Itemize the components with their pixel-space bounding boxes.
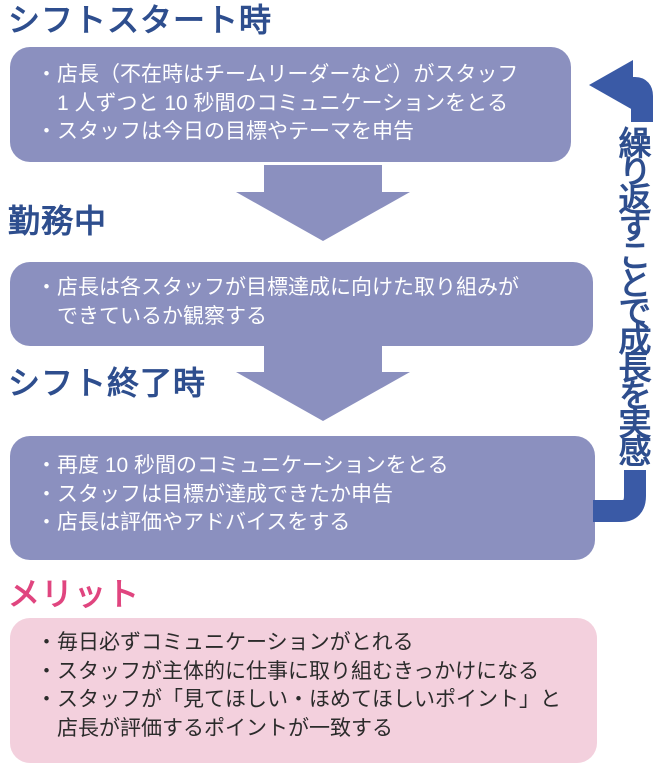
- down-arrow-icon: [236, 165, 410, 241]
- down-arrow-icon: [236, 345, 410, 421]
- bullet-line: ・再度 10 秒間のコミュニケーションをとる: [36, 454, 449, 477]
- shift-start-box: ・店長（不在時はチームリーダーなど）がスタッフ 1 人ずつと 10 秒間のコミュ…: [10, 47, 571, 162]
- heading-shift-end: シフト終了時: [8, 365, 207, 401]
- heading-shift-start: シフトスタート時: [8, 2, 273, 38]
- bullet-line: ・スタッフは今日の目標やテーマを申告: [36, 120, 414, 143]
- bullet-line: ・店長は各スタッフが目標達成に向けた取り組みが: [36, 276, 519, 299]
- bullet-line: できているか観察する: [36, 304, 267, 328]
- bullet-line: ・店長は評価やアドバイスをする: [36, 511, 351, 534]
- shift-end-box: ・再度 10 秒間のコミュニケーションをとる ・スタッフは目標が達成できたか申告…: [10, 436, 595, 560]
- bullet-line: ・スタッフが「見てほしい・ほめてほしいポイント」と: [36, 688, 561, 711]
- bullet-line: 店長が評価するポイントが一致する: [36, 716, 393, 740]
- repeat-note-label: 繰り返すことで成長を実感: [614, 126, 651, 462]
- heading-merit: メリット: [8, 576, 141, 612]
- bullet-line: ・毎日必ずコミュニケーションがとれる: [36, 631, 414, 654]
- bullet-line: ・スタッフは目標が達成できたか申告: [36, 482, 393, 506]
- repeat-arrow-bottom-icon: [593, 470, 646, 522]
- bullet-line: 1 人ずつと 10 秒間のコミュニケーションをとる: [36, 91, 509, 115]
- during-work-box: ・店長は各スタッフが目標達成に向けた取り組みが できているか観察する: [10, 262, 593, 346]
- bullet-line: ・スタッフが主体的に仕事に取り組むきっかけになる: [36, 659, 540, 683]
- merit-box: ・毎日必ずコミュニケーションがとれる ・スタッフが主体的に仕事に取り組むきっかけ…: [10, 618, 597, 763]
- heading-during-work: 勤務中: [8, 203, 108, 239]
- bullet-line: ・店長（不在時はチームリーダーなど）がスタッフ: [36, 63, 519, 86]
- repeat-arrow-top-icon: [589, 60, 653, 122]
